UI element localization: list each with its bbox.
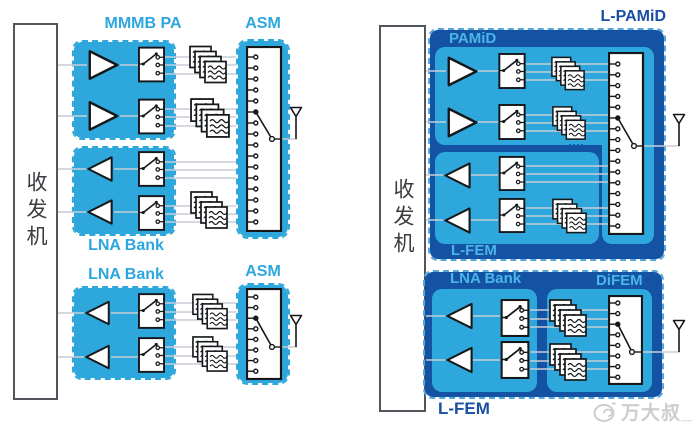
l-fem-inner-label: L-FEM bbox=[451, 242, 497, 259]
lna-amplifier-icon bbox=[86, 196, 114, 228]
antenna-icon bbox=[289, 314, 303, 347]
filter-bank-icon bbox=[549, 297, 587, 339]
filter-bank-icon bbox=[190, 96, 230, 140]
pa-amplifier-icon bbox=[446, 54, 479, 89]
filter-bank-icon bbox=[192, 334, 228, 374]
antenna-icon bbox=[672, 113, 686, 146]
filter-bank-icon bbox=[189, 44, 227, 85]
lna-bank-bottom-label: LNA Bank bbox=[88, 266, 164, 283]
lna-amplifier-icon bbox=[84, 341, 111, 373]
band-switch-icon bbox=[500, 299, 530, 337]
band-switch-icon bbox=[498, 198, 526, 233]
lna-bank-right-label: LNA Bank bbox=[450, 270, 522, 287]
transceiver-right-box: 收发机 bbox=[379, 25, 426, 412]
lna-amplifier-icon bbox=[443, 205, 472, 236]
transceiver-right-label: 收发机 bbox=[391, 178, 414, 259]
watermark: 万大叔_ bbox=[592, 398, 693, 425]
antenna-switch-ports-icon bbox=[608, 295, 643, 385]
transceiver-left-label: 收发机 bbox=[24, 171, 47, 252]
band-switch-icon bbox=[138, 292, 165, 330]
antenna-icon bbox=[289, 106, 303, 139]
l-pamid-label: L-PAMiD bbox=[600, 8, 666, 25]
band-switch-icon bbox=[138, 46, 165, 83]
antenna-switch-ports-icon bbox=[246, 46, 283, 232]
filter-bank-icon bbox=[552, 104, 586, 142]
band-switch-icon bbox=[138, 195, 165, 231]
watermark-text: 万大叔_ bbox=[621, 403, 693, 424]
filter-bank-icon bbox=[549, 341, 587, 383]
band-switch-icon bbox=[498, 156, 526, 191]
band-switch-icon bbox=[138, 151, 165, 187]
filter-bank-icon bbox=[551, 55, 585, 92]
lna-amplifier-icon bbox=[86, 153, 114, 185]
watermark-swirl-icon bbox=[593, 401, 617, 422]
l-fem-outer-label: L-FEM bbox=[438, 399, 490, 418]
mmmb-pa-label: MMMB PA bbox=[104, 15, 182, 32]
pa-amplifier-icon bbox=[87, 48, 120, 82]
lna-amplifier-icon bbox=[445, 300, 474, 332]
band-switch-icon bbox=[138, 98, 165, 135]
pamid-label: PAMiD bbox=[449, 30, 497, 47]
filter-bank-icon bbox=[190, 189, 228, 231]
filter-bank-icon bbox=[192, 290, 228, 333]
band-switch-icon bbox=[498, 53, 526, 89]
asm-bottom-label: ASM bbox=[245, 263, 281, 280]
lna-amplifier-icon bbox=[445, 344, 474, 376]
antenna-switch-ports-icon bbox=[608, 52, 645, 235]
lna-amplifier-icon bbox=[443, 160, 472, 191]
band-switch-icon bbox=[498, 104, 526, 140]
band-switch-icon bbox=[138, 336, 165, 374]
lna-amplifier-icon bbox=[84, 297, 111, 329]
filter-bank-icon bbox=[552, 196, 587, 236]
band-switch-icon bbox=[500, 341, 530, 379]
difem-label: DiFEM bbox=[596, 272, 643, 289]
pa-amplifier-icon bbox=[446, 105, 479, 140]
antenna-icon bbox=[672, 319, 686, 352]
asm-top-label: ASM bbox=[245, 15, 281, 32]
lna-bank-top-label: LNA Bank bbox=[88, 237, 164, 254]
pa-amplifier-icon bbox=[87, 99, 120, 133]
antenna-switch-ports-icon bbox=[246, 288, 283, 380]
transceiver-left-box: 收发机 bbox=[13, 23, 58, 400]
